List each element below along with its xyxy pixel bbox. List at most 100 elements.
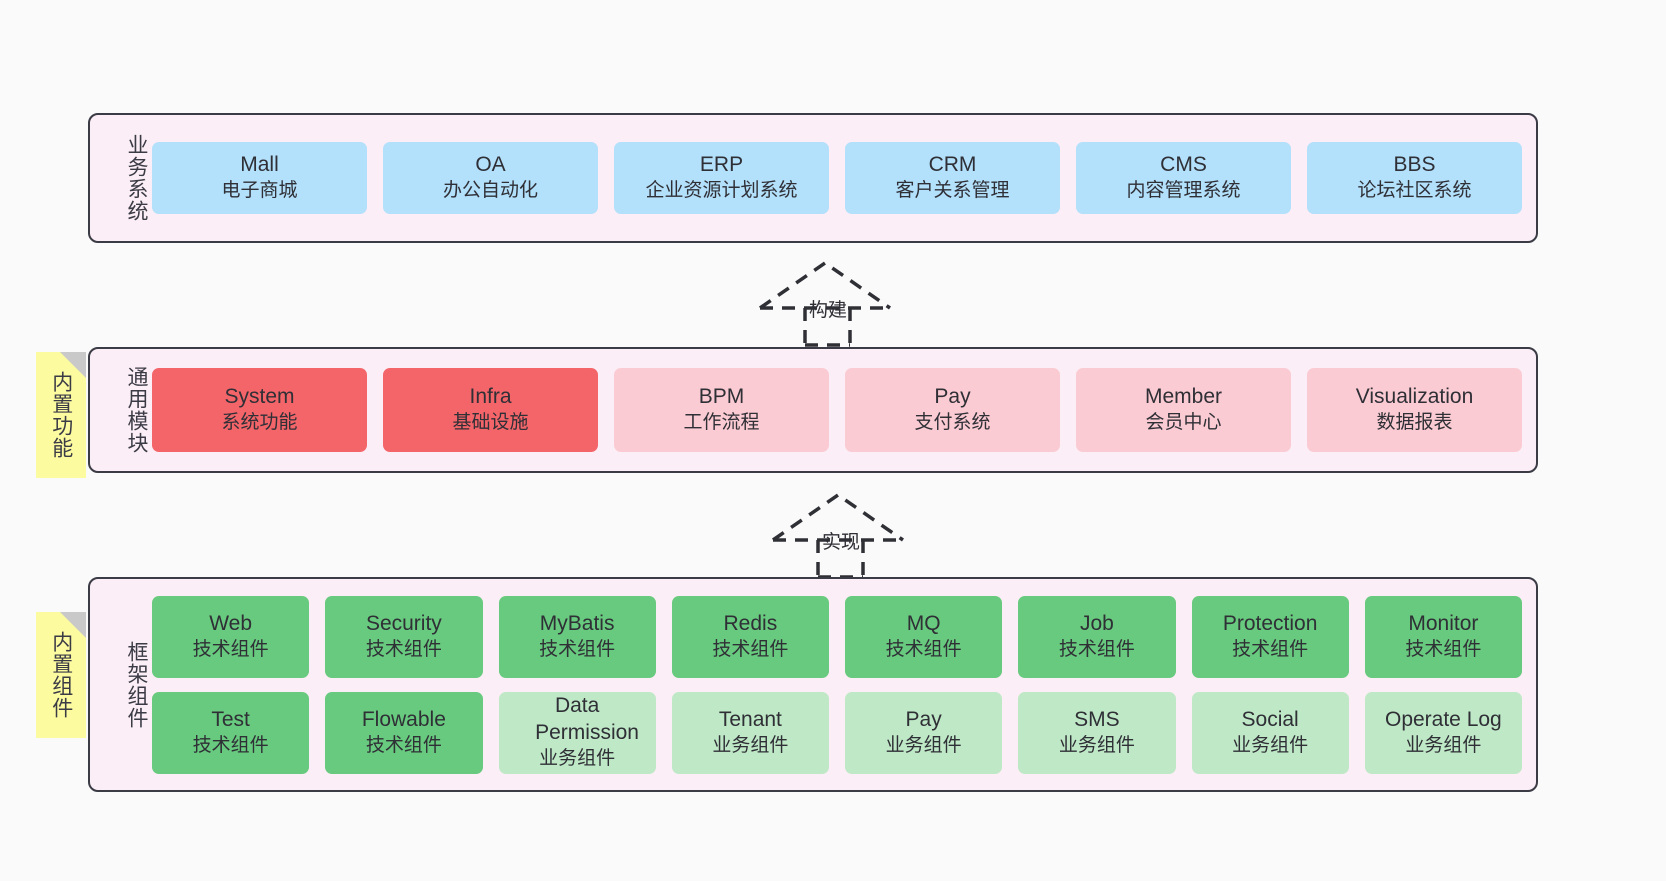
card-subtitle: 技术组件	[885, 638, 962, 660]
layer-common-modules: 通用模块 System 系统功能 Infra 基础设施 BPM 工作流程 Pay…	[88, 347, 1538, 473]
card-subtitle: 支付系统	[914, 412, 991, 434]
note-fold-corner	[60, 352, 86, 378]
card-subtitle: 电子商城	[221, 180, 298, 202]
card-subtitle: 业务组件	[539, 748, 616, 770]
business-system-cards: Mall 电子商城 OA 办公自动化 ERP 企业资源计划系统 CRM 客户关系…	[152, 142, 1536, 214]
card-subtitle: 技术组件	[365, 734, 442, 756]
card-title: SMS	[1074, 707, 1120, 731]
card-infra[interactable]: Infra 基础设施	[383, 368, 598, 452]
card-subtitle: 业务组件	[885, 734, 962, 756]
card-subtitle: 基础设施	[452, 412, 529, 434]
framework-component-cards: Web 技术组件 Security 技术组件 MyBatis 技术组件 Redi…	[152, 595, 1536, 774]
card-subtitle: 企业资源计划系统	[645, 180, 798, 202]
card-title: Security	[365, 611, 442, 635]
card-subtitle: 数据报表	[1376, 412, 1453, 434]
card-title: Infra	[469, 385, 512, 409]
card-erp[interactable]: ERP 企业资源计划系统	[614, 142, 829, 214]
card-title: BPM	[698, 385, 745, 409]
card-subtitle: 业务组件	[1058, 734, 1135, 756]
implement-arrow-label: 实现	[822, 532, 861, 553]
card-pay-component[interactable]: Pay 业务组件	[845, 691, 1003, 774]
card-title: Protection	[1222, 611, 1318, 635]
card-operate-log[interactable]: Operate Log 业务组件	[1364, 691, 1522, 774]
card-title: Operate Log	[1384, 707, 1502, 731]
build-arrow: 构建	[755, 253, 905, 348]
note-label: 内置功能	[49, 371, 73, 459]
card-title: CMS	[1160, 153, 1207, 177]
card-title: BBS	[1393, 153, 1436, 177]
card-subtitle: 技术组件	[1058, 638, 1135, 660]
card-title: Test	[211, 707, 250, 731]
card-title: Social	[1241, 707, 1299, 731]
card-title: CRM	[928, 153, 977, 177]
card-flowable[interactable]: Flowable 技术组件	[325, 691, 483, 774]
card-title: ERP	[699, 153, 744, 177]
card-title: Visualization	[1355, 385, 1474, 409]
card-tenant[interactable]: Tenant 业务组件	[671, 691, 829, 774]
card-subtitle: 技术组件	[192, 638, 269, 660]
card-job[interactable]: Job 技术组件	[1018, 595, 1176, 678]
card-security[interactable]: Security 技术组件	[325, 595, 483, 678]
card-mall[interactable]: Mall 电子商城	[152, 142, 367, 214]
card-protection[interactable]: Protection 技术组件	[1191, 595, 1349, 678]
card-title: System	[224, 385, 295, 409]
card-redis[interactable]: Redis 技术组件	[671, 595, 829, 678]
card-visualization[interactable]: Visualization 数据报表	[1307, 368, 1522, 452]
card-subtitle: 会员中心	[1145, 412, 1222, 434]
card-cms[interactable]: CMS 内容管理系统	[1076, 142, 1291, 214]
card-title: MyBatis	[539, 611, 615, 635]
note-fold-corner	[60, 612, 86, 638]
build-arrow-label: 构建	[809, 300, 848, 321]
card-title: Web	[209, 611, 253, 635]
card-title: Mall	[240, 153, 279, 177]
layer-label-business-systems: 业务系统	[125, 134, 148, 222]
common-module-cards: System 系统功能 Infra 基础设施 BPM 工作流程 Pay 支付系统…	[152, 368, 1536, 452]
card-title: Monitor	[1408, 611, 1479, 635]
card-subtitle: 技术组件	[539, 638, 616, 660]
card-test[interactable]: Test 技术组件	[152, 691, 310, 774]
layer-label-common-modules: 通用模块	[125, 366, 148, 454]
card-subtitle: 工作流程	[683, 412, 760, 434]
card-mq[interactable]: MQ 技术组件	[845, 595, 1003, 678]
card-title: MQ	[906, 611, 941, 635]
card-social[interactable]: Social 业务组件	[1191, 691, 1349, 774]
note-label: 内置组件	[49, 631, 73, 719]
card-crm[interactable]: CRM 客户关系管理	[845, 142, 1060, 214]
card-data-permission[interactable]: Data Permission 业务组件	[498, 691, 656, 774]
card-subtitle: 技术组件	[192, 734, 269, 756]
card-monitor[interactable]: Monitor 技术组件	[1364, 595, 1522, 678]
card-sms[interactable]: SMS 业务组件	[1018, 691, 1176, 774]
card-subtitle: 技术组件	[1405, 638, 1482, 660]
card-subtitle: 内容管理系统	[1126, 180, 1241, 202]
card-mybatis[interactable]: MyBatis 技术组件	[498, 595, 656, 678]
sticky-note-builtin-components: 内置组件	[36, 612, 86, 738]
card-bbs[interactable]: BBS 论坛社区系统	[1307, 142, 1522, 214]
card-title: OA	[475, 153, 506, 177]
card-title: Pay	[905, 707, 942, 731]
card-bpm[interactable]: BPM 工作流程	[614, 368, 829, 452]
card-system[interactable]: System 系统功能	[152, 368, 367, 452]
card-web[interactable]: Web 技术组件	[152, 595, 310, 678]
card-subtitle: 业务组件	[1405, 734, 1482, 756]
sticky-note-builtin-features: 内置功能	[36, 352, 86, 478]
card-subtitle: 办公自动化	[442, 180, 538, 202]
card-oa[interactable]: OA 办公自动化	[383, 142, 598, 214]
card-subtitle: 系统功能	[221, 412, 298, 434]
card-pay-module[interactable]: Pay 支付系统	[845, 368, 1060, 452]
card-title: Redis	[723, 611, 778, 635]
card-title: Pay	[934, 385, 971, 409]
card-subtitle: 客户关系管理	[895, 180, 1010, 202]
card-title: Tenant	[718, 707, 782, 731]
card-title: Job	[1079, 611, 1114, 635]
framework-row-business: Test 技术组件 Flowable 技术组件 Data Permission …	[152, 691, 1522, 774]
layer-business-systems: 业务系统 Mall 电子商城 OA 办公自动化 ERP 企业资源计划系统 CRM…	[88, 113, 1538, 243]
card-title: Member	[1144, 385, 1223, 409]
card-subtitle: 技术组件	[1232, 638, 1309, 660]
card-member[interactable]: Member 会员中心	[1076, 368, 1291, 452]
card-subtitle: 论坛社区系统	[1357, 180, 1472, 202]
framework-row-technical: Web 技术组件 Security 技术组件 MyBatis 技术组件 Redi…	[152, 595, 1522, 678]
implement-arrow: 实现	[768, 485, 918, 580]
card-subtitle: 业务组件	[1232, 734, 1309, 756]
card-subtitle: 技术组件	[365, 638, 442, 660]
